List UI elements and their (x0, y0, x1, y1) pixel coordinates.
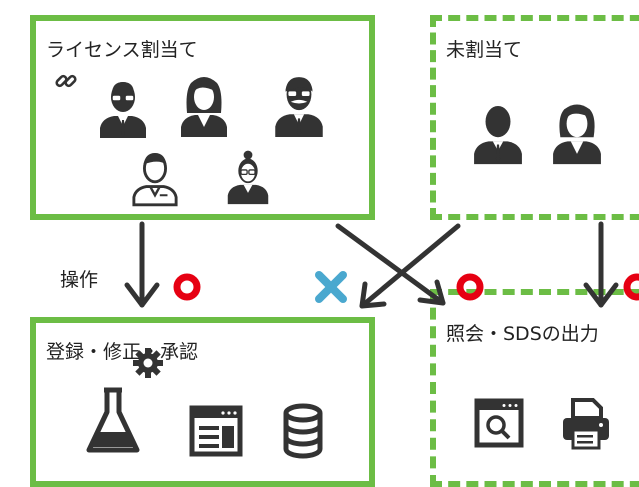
arrow-assigned-to-output (335, 223, 446, 306)
form-document-icon (189, 405, 243, 461)
flask-icon (84, 386, 142, 460)
printer-icon (561, 398, 611, 454)
gear-icon (131, 346, 165, 384)
allowed-circle-mark (173, 273, 201, 301)
arrow-assigned-to-register (124, 221, 160, 308)
arrows-layer (124, 221, 639, 309)
register-edit-approve-title: 登録・修正・承認 (46, 341, 199, 363)
allowed-circle-mark (623, 273, 639, 301)
arrow-unassigned-to-register (359, 223, 461, 309)
denied-cross-mark (315, 271, 347, 303)
license-assigned-title: ライセンス割当て (46, 39, 198, 61)
database-icon (281, 403, 325, 463)
unassigned-title: 未割当て (446, 39, 523, 61)
allowed-circle-mark (456, 273, 484, 301)
search-window-icon (474, 398, 524, 452)
unassigned-box: 未割当て (430, 15, 639, 220)
license-assigned-box: ライセンス割当て (30, 15, 375, 220)
inquiry-sds-output-title: 照会・SDSの出力 (446, 323, 599, 345)
arrow-unassigned-to-output (583, 221, 619, 308)
link-icon (54, 69, 78, 97)
inquiry-sds-output-box: 照会・SDSの出力 (430, 289, 639, 487)
operation-label: 操作 (60, 269, 99, 291)
